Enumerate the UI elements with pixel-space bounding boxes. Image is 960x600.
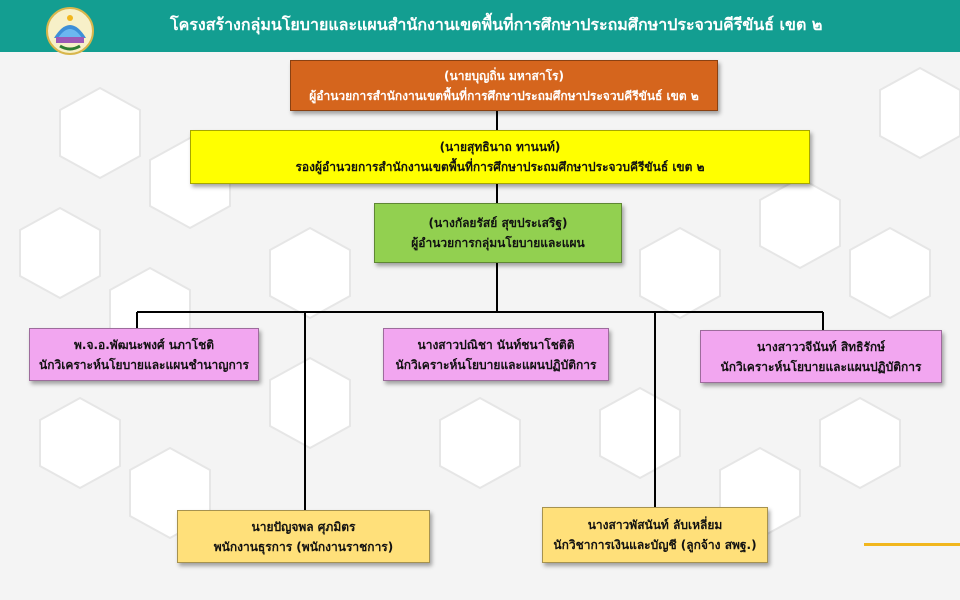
- group-head-box: (นางกัลยรัสย์ สุขประเสริฐ) ผู้อำนวยการกล…: [374, 203, 622, 263]
- group-head-position: ผู้อำนวยการกลุ่มนโยบายและแผน: [411, 236, 585, 250]
- deputy-position: รองผู้อำนวยการสำนักงานเขตพื้นที่การศึกษา…: [295, 160, 705, 174]
- staff-box-finance: นางสาวพัสนันท์ ลับเหลี่ยม นักวิชาการเงิน…: [542, 507, 768, 563]
- group-head-name: (นางกัลยรัสย์ สุขประเสริฐ): [428, 216, 568, 230]
- staff-box-policy-analyst-2: นางสาววจีนันท์ สิทธิรักษ์ นักวิเคราะห์นโ…: [700, 330, 942, 383]
- staff-position: นักวิเคราะห์นโยบายและแผนปฏิบัติการ: [720, 359, 922, 374]
- deputy-director-box: (นายสุทธินาถ ทานนท์) รองผู้อำนวยการสำนัก…: [190, 130, 810, 184]
- header-bar: โครงสร้างกลุ่มนโยบายและแผนสำนักงานเขตพื้…: [0, 0, 960, 52]
- director-box: (นายบุญถิ่น มหาสาโร) ผู้อำนวยการสำนักงาน…: [290, 60, 718, 111]
- staff-position: นักวิเคราะห์นโยบายและแผนชำนาญการ: [39, 357, 249, 372]
- staff-box-policy-analyst-senior: พ.จ.อ.พัฒนะพงศ์ นภาโชติ นักวิเคราะห์นโยบ…: [29, 328, 259, 381]
- page-title: โครงสร้างกลุ่มนโยบายและแผนสำนักงานเขตพื้…: [170, 15, 823, 34]
- director-position: ผู้อำนวยการสำนักงานเขตพื้นที่การศึกษาประ…: [309, 88, 699, 103]
- staff-box-policy-analyst-1: นางสาวปณิชา นันท์ชนาโชติติ นักวิเคราะห์น…: [383, 328, 609, 381]
- staff-name: พ.จ.อ.พัฒนะพงศ์ นภาโชติ: [73, 337, 215, 352]
- decorative-accent-line: [864, 543, 960, 546]
- organization-logo: [46, 7, 94, 55]
- deputy-name: (นายสุทธินาถ ทานนท์): [439, 140, 561, 154]
- staff-position: นักวิเคราะห์นโยบายและแผนปฏิบัติการ: [395, 357, 597, 372]
- staff-name: นางสาววจีนันท์ สิทธิรักษ์: [756, 339, 886, 354]
- staff-name: นางสาวพัสนันท์ ลับเหลี่ยม: [587, 518, 723, 532]
- staff-box-clerk: นายปัญจพล ศุภมิตร พนักงานธุรการ (พนักงาน…: [177, 510, 430, 563]
- director-name: (นายบุญถิ่น มหาสาโร): [444, 68, 564, 83]
- staff-name: นางสาวปณิชา นันท์ชนาโชติติ: [417, 337, 575, 352]
- staff-position: นักวิชาการเงินและบัญชี (ลูกจ้าง สพฐ.): [553, 538, 757, 552]
- staff-position: พนักงานธุรการ (พนักงานราชการ): [213, 539, 394, 554]
- staff-name: นายปัญจพล ศุภมิตร: [251, 519, 356, 534]
